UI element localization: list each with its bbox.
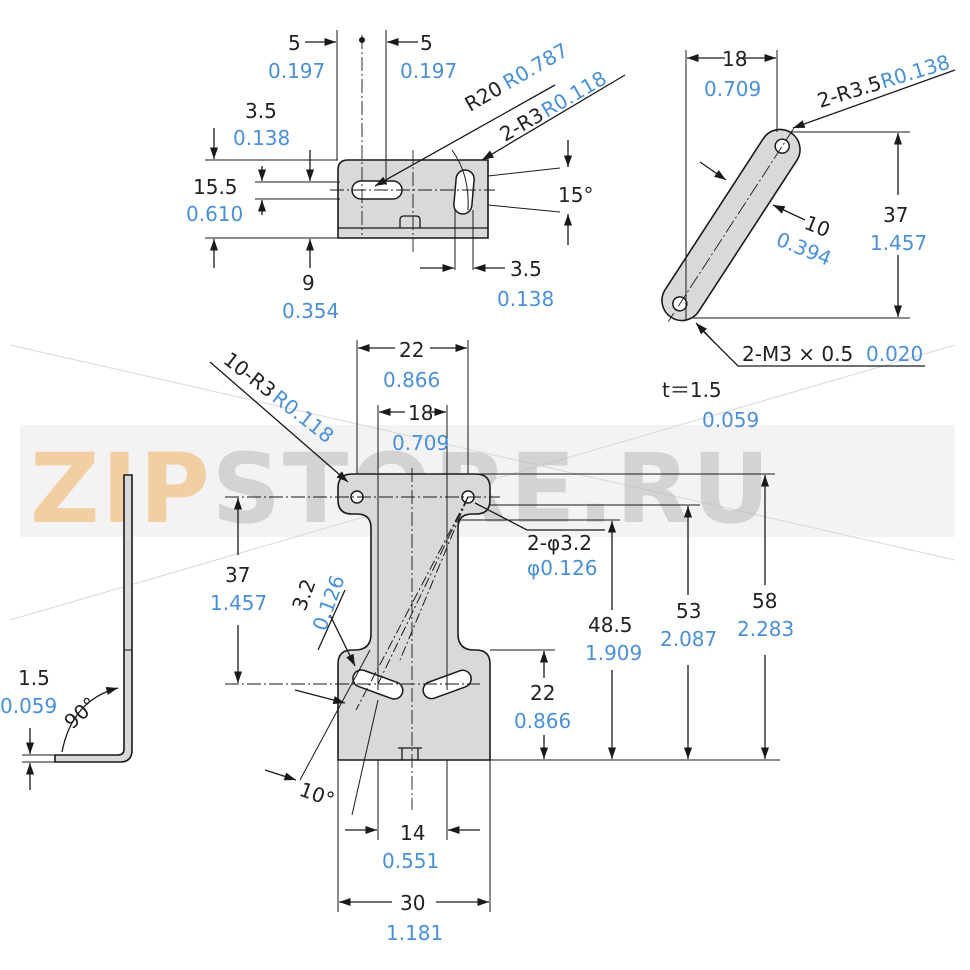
angled-dim-18-inch: 0.709 (704, 77, 761, 101)
leader-r3-5 (792, 69, 956, 129)
watermark-part1: ZIP (30, 433, 212, 545)
leader-r20 (374, 84, 556, 187)
center-line (667, 128, 795, 322)
r20-arc (451, 149, 469, 211)
d3-2-label: 3.2 0.126 (287, 572, 349, 634)
profile-dim-1-5: 1.5 (18, 666, 50, 690)
r3-5-mm: 2-R3.5 (814, 71, 884, 113)
hole-label-inch: φ0.126 (527, 556, 597, 580)
top-view: 5 0.197 5 0.197 3.5 0.138 15.5 0.610 9 0… (186, 30, 626, 323)
front-dim-37-inch: 1.457 (210, 591, 267, 615)
watermark-text: ZIPSTORE.RU (30, 433, 772, 545)
r3-5-label: 2-R3.5 R0.138 (814, 50, 952, 113)
thread-label: 2-M3 × 0.5 (742, 342, 853, 366)
front-notch (398, 747, 422, 760)
leader-hole (474, 502, 605, 531)
angle-15: 15° (558, 183, 593, 207)
front-dim-22-top-inch: 0.866 (383, 368, 440, 392)
watermark-line (9, 344, 956, 561)
angle-line (487, 204, 561, 213)
front-dim-3-2-inch: 0.126 (307, 572, 349, 634)
angle-line (299, 649, 371, 781)
front-dim-53-inch: 2.087 (660, 627, 717, 651)
dim-arrow (294, 689, 346, 705)
dim-9: 9 (302, 271, 315, 295)
front-dim-48-5-inch: 1.909 (585, 641, 642, 665)
leader-r3-10 (209, 361, 349, 483)
front-dim-37: 37 (225, 563, 250, 587)
thickness-label: t＝1.5 (662, 378, 722, 402)
front-dim-14: 14 (400, 821, 425, 845)
front-dim-14-inch: 0.551 (382, 849, 439, 873)
front-dim-22-top: 22 (399, 338, 424, 362)
dim-5-left-inch: 0.197 (268, 59, 325, 83)
r20-mm: R20 (461, 76, 507, 116)
angled-slot-body (661, 128, 801, 322)
radial-line (377, 496, 469, 685)
d10-label: 10 0.394 (773, 210, 835, 270)
r3-inch: R0.118 (537, 66, 611, 122)
front-dim-22-right-inch: 0.866 (514, 709, 571, 733)
thickness-label-inch: 0.059 (702, 408, 759, 432)
radial-line (399, 496, 469, 661)
front-dim-53: 53 (676, 599, 701, 623)
dim-arrow (772, 204, 806, 221)
angle-10-label: 10° (296, 777, 338, 812)
r20-inch: R0.787 (499, 38, 573, 94)
front-dim-30-inch: 1.181 (386, 921, 443, 945)
vertical-slot (453, 169, 475, 215)
front-dim-18-inch: 0.709 (392, 431, 449, 455)
top-view-notch (399, 215, 421, 228)
dim-3-5-top: 3.5 (245, 99, 277, 123)
front-dim-22-right: 22 (530, 681, 555, 705)
leader-r3 (481, 74, 626, 161)
dim-arrow (264, 769, 297, 781)
dim-3-5-bottom-inch: 0.138 (497, 287, 554, 311)
angled-dim-37: 37 (883, 203, 908, 227)
dim-5-right-inch: 0.197 (400, 59, 457, 83)
dim-5-left: 5 (288, 31, 301, 55)
front-dim-58: 58 (752, 589, 777, 613)
front-dim-18: 18 (408, 401, 433, 425)
leader-thread (699, 327, 925, 367)
r3-5-inch: R0.138 (878, 50, 953, 94)
dim-15-5-inch: 0.610 (186, 202, 243, 226)
angle-line (487, 167, 561, 177)
hole-label: 2-φ3.2 (527, 531, 592, 555)
dim-arrow (329, 614, 356, 667)
profile-dim-1-5-inch: 0.059 (0, 694, 57, 718)
angle-10: 10° (296, 777, 338, 812)
center-dot (359, 37, 365, 43)
watermark: ZIPSTORE.RU (9, 344, 956, 621)
thread-label-inch: 0.020 (866, 342, 923, 366)
dim-line (317, 589, 346, 651)
dim-15-5: 15.5 (193, 175, 238, 199)
front-dim-58-inch: 2.283 (737, 617, 794, 641)
dim-arrow (695, 322, 713, 341)
front-dim-48-5: 48.5 (588, 613, 633, 637)
angled-dim-37-inch: 1.457 (870, 231, 927, 255)
angled-view: 18 0.709 2-R3.5 R0.138 37 1.457 10 0.394… (661, 47, 956, 367)
angle-line (351, 699, 379, 816)
angle-arc (61, 686, 119, 753)
dim-5-right: 5 (420, 31, 433, 55)
dim-3-5-bottom: 3.5 (510, 257, 542, 281)
dim-3-5-top-inch: 0.138 (233, 126, 290, 150)
radial-line (355, 496, 469, 711)
dim-9-inch: 0.354 (282, 299, 339, 323)
front-dim-30: 30 (400, 891, 425, 915)
angled-dim-18: 18 (722, 47, 747, 71)
r3-mm: 2-R3 (496, 102, 548, 146)
dim-arrow (699, 161, 727, 181)
